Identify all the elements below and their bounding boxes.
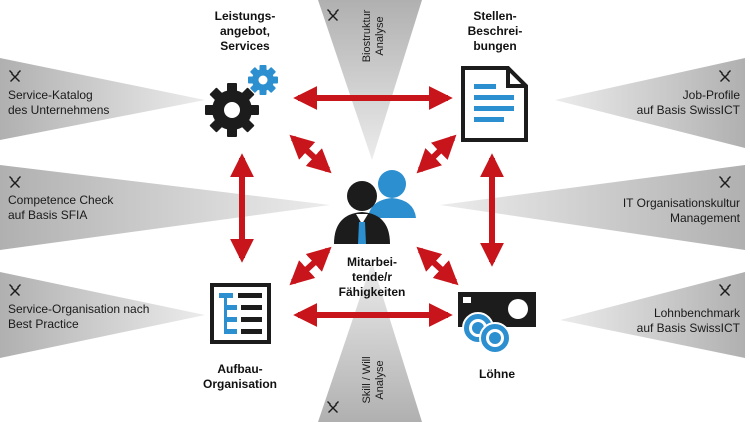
left-item-2-line2: auf Basis SFIA bbox=[8, 208, 88, 222]
left-item-2-line1: Competence Check bbox=[8, 193, 114, 207]
wedge-left-1 bbox=[0, 58, 205, 140]
right-item-3-line1: Lohnbenchmark bbox=[653, 306, 740, 320]
left-item-3-line1: Service-Organisation nach bbox=[8, 302, 150, 316]
node-employees-line1: Mitarbei- bbox=[346, 255, 397, 269]
node-organisation-line1: Aufbau- bbox=[217, 362, 263, 376]
tools-icon bbox=[719, 70, 731, 82]
tools-icon bbox=[719, 176, 731, 188]
bottom-item-line1: Skill / Will bbox=[361, 356, 373, 404]
right-item-1-line1: Job-Profile bbox=[682, 88, 740, 102]
node-wages-label: Löhne bbox=[447, 367, 547, 382]
left-item-2: Competence Check auf Basis SFIA bbox=[8, 193, 113, 223]
tools-icon bbox=[9, 70, 21, 82]
tools-icon bbox=[327, 9, 339, 21]
wedge-right-3 bbox=[560, 272, 745, 358]
bottom-item-line2: Analyse bbox=[374, 360, 386, 400]
tools-icon bbox=[9, 176, 21, 188]
node-services-label: Leistungs- angebot, Services bbox=[195, 9, 295, 54]
tools-icon bbox=[327, 401, 339, 413]
top-item-line1: Biostruktur bbox=[361, 9, 373, 63]
node-employees-label: Mitarbei- tende/r Fähigkeiten bbox=[322, 255, 422, 300]
right-item-3-line2: auf Basis SwissICT bbox=[636, 321, 740, 335]
arrow-services-center bbox=[289, 134, 332, 174]
left-item-1: Service-Katalog des Unternehmens bbox=[8, 88, 109, 118]
right-item-2: IT Organisationskultur Management bbox=[623, 196, 740, 226]
top-item-label: Biostruktur Analyse bbox=[361, 0, 389, 76]
node-services-line3: Services bbox=[220, 39, 270, 53]
bottom-item-label: Skill / Will Analyse bbox=[361, 340, 389, 420]
wedge-left-3 bbox=[0, 272, 205, 358]
top-item-line2: Analyse bbox=[374, 16, 386, 56]
right-item-1-line2: auf Basis SwissICT bbox=[636, 103, 740, 117]
node-employees-line2: tende/r bbox=[351, 270, 392, 284]
org-chart-icon bbox=[210, 283, 271, 344]
document-icon bbox=[461, 66, 528, 142]
tools-icon bbox=[9, 284, 21, 296]
node-services-line2: angebot, bbox=[220, 24, 270, 38]
right-item-2-line2: Management bbox=[669, 211, 740, 225]
right-item-1: Job-Profile auf Basis SwissICT bbox=[637, 88, 740, 118]
wedge-top bbox=[318, 0, 422, 160]
arrow-wages-center bbox=[416, 246, 459, 286]
node-jobs-line2: Beschrei- bbox=[467, 24, 523, 38]
node-wages-line1: Löhne bbox=[479, 367, 515, 381]
left-item-1-line2: des Unternehmens bbox=[8, 103, 110, 117]
left-item-3-line2: Best Practice bbox=[8, 317, 79, 331]
tools-icon bbox=[719, 284, 731, 296]
right-item-2-line1: IT Organisationskultur bbox=[622, 196, 740, 210]
right-item-3: Lohnbenchmark auf Basis SwissICT bbox=[637, 306, 740, 336]
gears-icon bbox=[205, 65, 278, 137]
node-organisation-label: Aufbau- Organisation bbox=[190, 362, 290, 392]
left-item-3: Service-Organisation nach Best Practice bbox=[8, 302, 149, 332]
money-icon bbox=[458, 292, 536, 354]
arrow-jobs-center bbox=[416, 134, 457, 174]
wedge-left-2 bbox=[0, 165, 330, 250]
node-organisation-line2: Organisation bbox=[202, 377, 277, 391]
left-item-1-line1: Service-Katalog bbox=[8, 88, 93, 102]
node-jobs-label: Stellen- Beschrei- bungen bbox=[445, 9, 545, 54]
node-services-line1: Leistungs- bbox=[214, 9, 276, 23]
node-employees-line3: Fähigkeiten bbox=[338, 285, 406, 299]
node-jobs-line3: bungen bbox=[473, 39, 517, 53]
node-jobs-line1: Stellen- bbox=[473, 9, 517, 23]
wedge-right-2 bbox=[440, 165, 745, 250]
wedge-bottom bbox=[318, 262, 422, 422]
wedge-right-1 bbox=[555, 58, 745, 148]
arrows bbox=[230, 86, 504, 327]
people-icon bbox=[334, 170, 416, 244]
arrow-org-center bbox=[289, 246, 332, 286]
